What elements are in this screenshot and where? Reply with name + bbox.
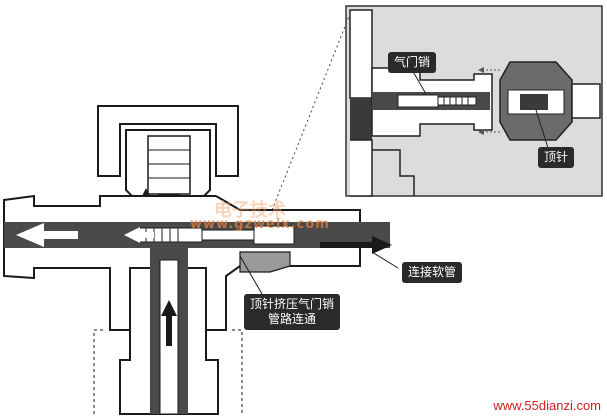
ejector-pin-detail [499, 61, 601, 141]
watermark-cjk: 电子技术 [214, 200, 286, 221]
watermark-url: www.gzweix.com [190, 217, 330, 232]
label-valve-pin: 气门销 [388, 52, 437, 73]
inset-magnified-view [345, 5, 603, 197]
flow-arrow-left-2 [124, 227, 154, 243]
pin-assembly [137, 225, 295, 245]
flow-arrow-left [16, 223, 78, 247]
leader-ejector-pin-valve [239, 255, 263, 295]
source-site-text: www.55dianzi.com [493, 398, 601, 413]
flow-arrow-up-small [142, 188, 150, 196]
flow-arrow-right [320, 236, 392, 254]
label-ejector-pin: 顶针 [538, 147, 575, 168]
flow-arrow-up [161, 300, 177, 346]
label-pin-pushes-valve-line1: 顶针挤压气门销 [250, 297, 335, 311]
zoom-connector [271, 13, 351, 211]
label-pin-pushes-valve: 顶针挤压气门销 管路连通 [244, 294, 341, 330]
leader-hose [371, 251, 399, 269]
label-pin-pushes-valve-line2: 管路连通 [268, 312, 317, 326]
label-hose-connection: 连接软管 [402, 262, 463, 283]
valve-pin-detail [397, 94, 477, 108]
flow-arrows [16, 188, 392, 346]
